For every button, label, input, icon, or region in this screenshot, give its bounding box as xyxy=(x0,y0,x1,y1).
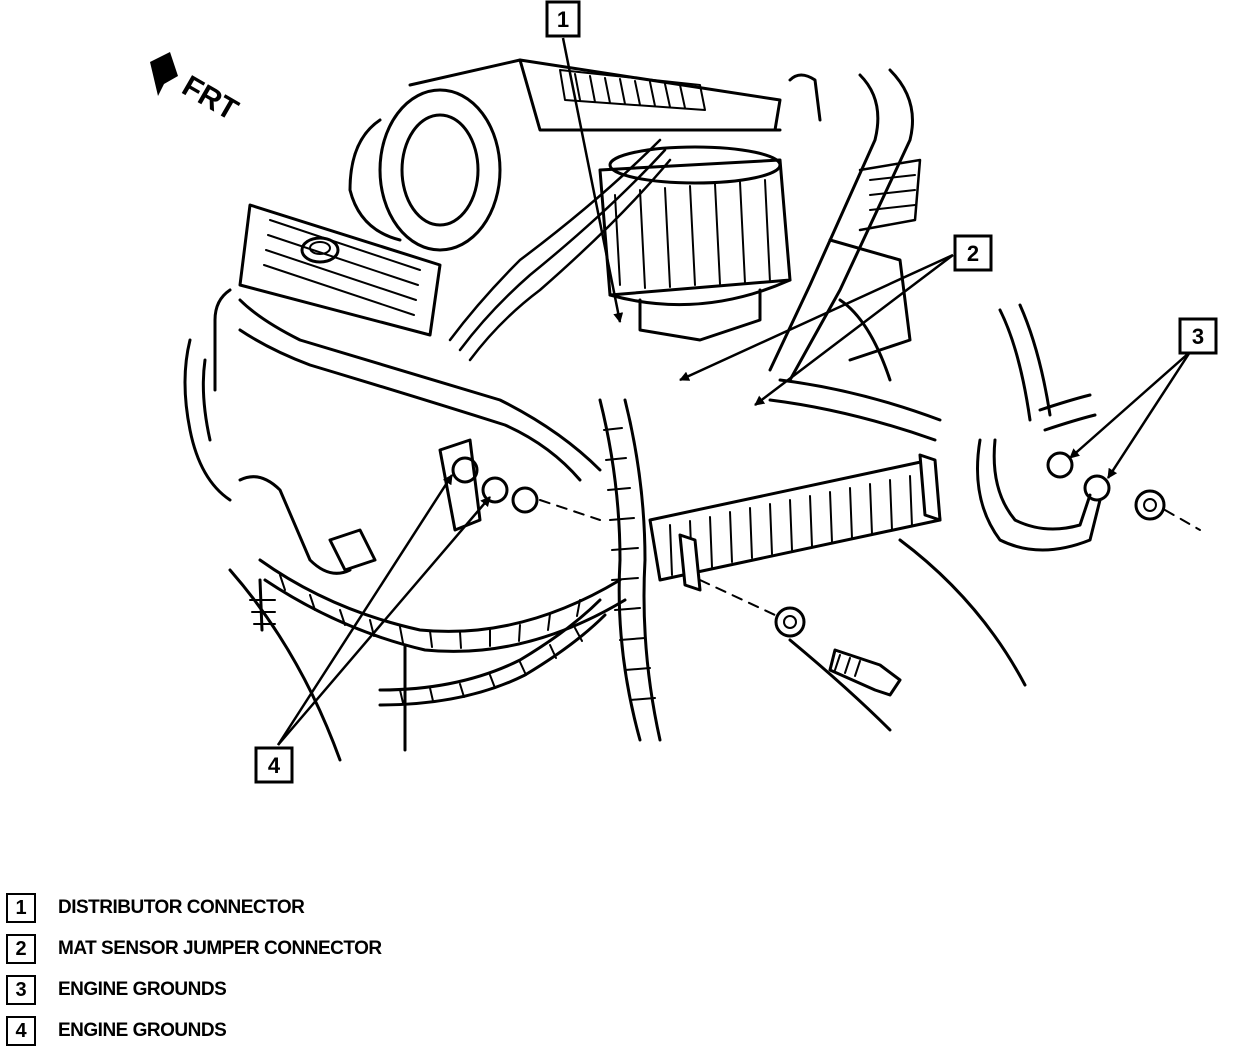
legend-label: ENGINE GROUNDS xyxy=(58,979,227,1000)
lower-harness xyxy=(258,558,627,707)
legend-number: 3 xyxy=(6,975,36,1005)
throttle-body xyxy=(348,58,782,252)
left-valve-cover xyxy=(238,203,442,337)
callout-2: 2 xyxy=(953,234,993,272)
legend-label: DISTRIBUTOR CONNECTOR xyxy=(58,897,305,918)
body-outline xyxy=(228,538,1027,762)
intake-plenum xyxy=(518,58,782,132)
vertical-harness xyxy=(598,398,662,742)
right-harness xyxy=(768,303,1102,552)
svg-text:3: 3 xyxy=(1192,324,1204,349)
svg-text:4: 4 xyxy=(268,753,281,778)
svg-text:2: 2 xyxy=(967,241,979,266)
legend-number: 2 xyxy=(6,934,36,964)
engine-illustration xyxy=(183,58,1201,762)
legend-label: ENGINE GROUNDS xyxy=(58,1020,227,1041)
front-arrow-icon: FRT xyxy=(150,52,244,127)
callout-4: 4 xyxy=(254,746,294,784)
install-guide-lines xyxy=(539,499,1201,616)
legend-number: 1 xyxy=(6,893,36,923)
ground-eyelets xyxy=(451,451,1166,638)
svg-text:1: 1 xyxy=(557,7,569,32)
legend-item: 1 DISTRIBUTOR CONNECTOR xyxy=(6,892,305,924)
legend-label: MAT SENSOR JUMPER CONNECTOR xyxy=(58,938,382,959)
coolant-hose xyxy=(183,288,602,502)
legend-number: 4 xyxy=(6,1016,36,1046)
distributor xyxy=(598,145,792,342)
frt-label: FRT xyxy=(177,69,244,127)
bolt xyxy=(828,648,902,697)
main-wire-harness xyxy=(648,453,942,592)
heater-hose xyxy=(768,68,914,382)
callout-leaders xyxy=(276,37,1192,746)
legend-item: 4 ENGINE GROUNDS xyxy=(6,1015,227,1047)
spark-plug-wires xyxy=(448,138,922,362)
ground-bracket xyxy=(238,438,482,575)
callout-1: 1 xyxy=(545,0,581,38)
right-bank xyxy=(828,238,912,382)
legend-item: 2 MAT SENSOR JUMPER CONNECTOR xyxy=(6,933,382,965)
legend-item: 3 ENGINE GROUNDS xyxy=(6,974,227,1006)
callout-3: 3 xyxy=(1178,317,1218,355)
